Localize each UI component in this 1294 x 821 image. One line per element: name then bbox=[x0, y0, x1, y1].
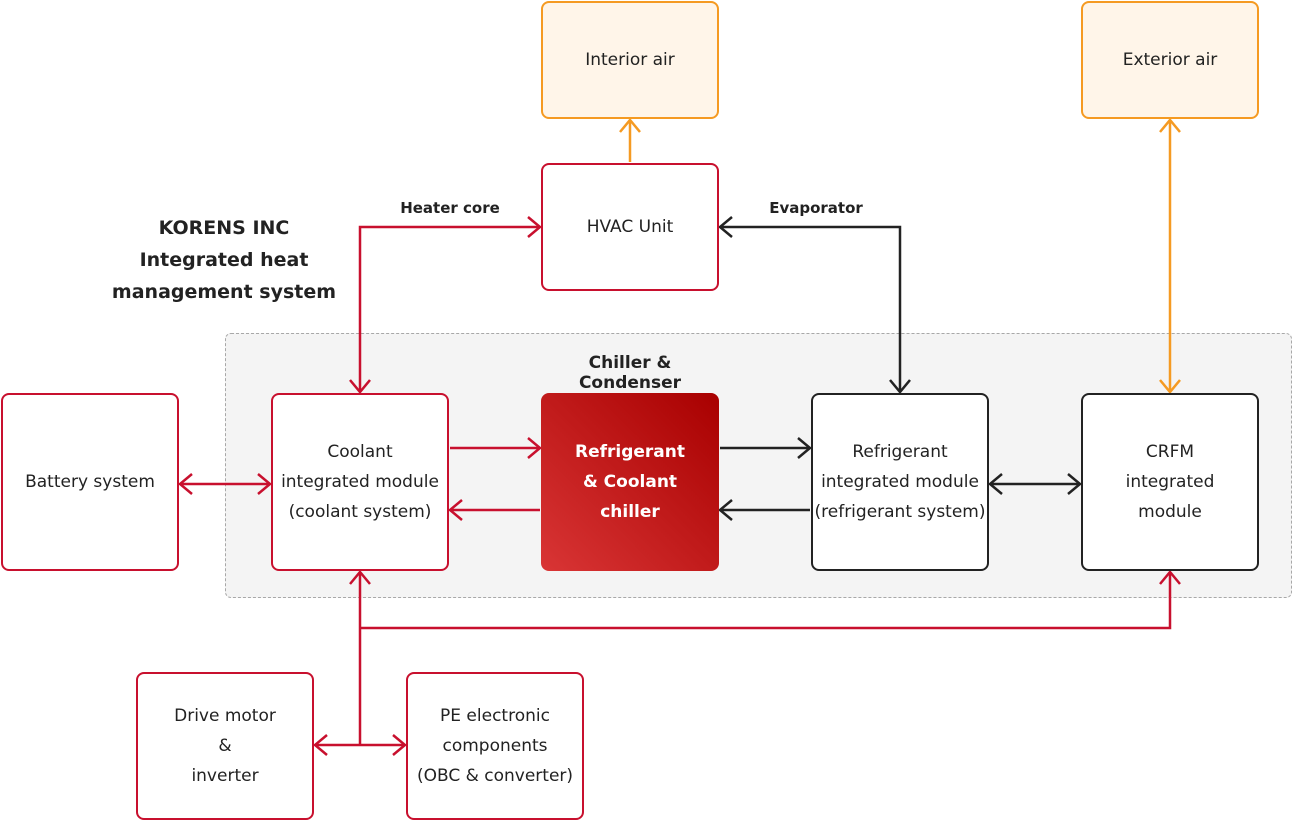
group-label: Chiller & Condenser bbox=[578, 353, 682, 393]
wire-chiller-to-refrigerant bbox=[720, 437, 812, 459]
wire-refrigerant-to-chiller bbox=[718, 499, 810, 521]
heater-core-label: Heater core bbox=[400, 199, 500, 217]
wire-refrigerant-crfm bbox=[988, 473, 1082, 495]
interior-air-node: Interior air bbox=[541, 1, 719, 119]
exterior-air-node: Exterior air bbox=[1081, 1, 1259, 119]
evaporator-label: Evaporator bbox=[769, 199, 863, 217]
pe-electronic-components-node: PE electronic components (OBC & converte… bbox=[406, 672, 584, 820]
drive-motor-inverter-node: Drive motor & inverter bbox=[136, 672, 314, 820]
wire-evaporator bbox=[718, 216, 911, 394]
wire-coolant-to-chiller bbox=[450, 437, 542, 459]
wire-heater-core bbox=[349, 216, 542, 394]
refrigerant-integrated-module-node: Refrigerant integrated module (refrigera… bbox=[811, 393, 989, 571]
wire-battery-coolant bbox=[178, 473, 272, 495]
crfm-integrated-module-node: CRFM integrated module bbox=[1081, 393, 1259, 571]
battery-system-node: Battery system bbox=[1, 393, 179, 571]
refrigerant-coolant-chiller-node: Refrigerant & Coolant chiller bbox=[541, 393, 719, 571]
diagram-title: KORENS INC Integrated heat management sy… bbox=[111, 217, 337, 303]
wire-bottom-bus bbox=[313, 570, 1181, 756]
wire-exterior-air-crfm bbox=[1159, 118, 1181, 394]
wire-chiller-to-coolant bbox=[448, 499, 540, 521]
coolant-integrated-module-node: Coolant integrated module (coolant syste… bbox=[271, 393, 449, 571]
hvac-unit-node: HVAC Unit bbox=[541, 163, 719, 291]
wire-hvac-interior-air bbox=[619, 118, 641, 162]
